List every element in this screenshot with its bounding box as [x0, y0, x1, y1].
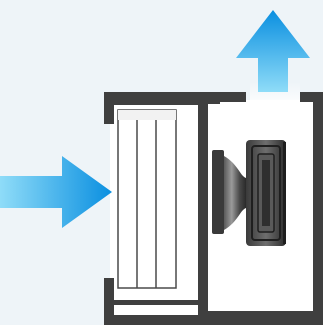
arrow-up-icon — [236, 10, 310, 92]
fan-inlet-cone — [224, 156, 246, 230]
fan-rail-bottom — [208, 311, 313, 315]
housing-frame — [104, 92, 323, 325]
housing-bottom-wall — [104, 315, 323, 325]
fan-rotor-ring-outer — [251, 145, 281, 241]
filter-top-lip — [114, 100, 204, 105]
filter-bottom-lip — [114, 300, 204, 305]
housing-top-wall — [104, 92, 246, 102]
housing-top-right-wall — [300, 92, 323, 102]
filter-cartridge-icon — [117, 109, 177, 289]
filter-frame — [117, 109, 177, 289]
fan-rail-top — [208, 100, 220, 104]
housing-left-wall-upper — [104, 92, 114, 124]
filter-top-shade — [118, 110, 176, 120]
housing-left-wall-lower — [104, 278, 114, 325]
fan-edge — [283, 142, 286, 244]
centrifugal-fan-icon — [212, 140, 286, 246]
fan-mounting-flange — [212, 150, 224, 234]
fan-rotor-hub — [262, 160, 270, 226]
housing-right-wall — [313, 92, 323, 325]
arrow-right-icon — [0, 156, 112, 228]
housing-divider-wall — [198, 102, 208, 315]
